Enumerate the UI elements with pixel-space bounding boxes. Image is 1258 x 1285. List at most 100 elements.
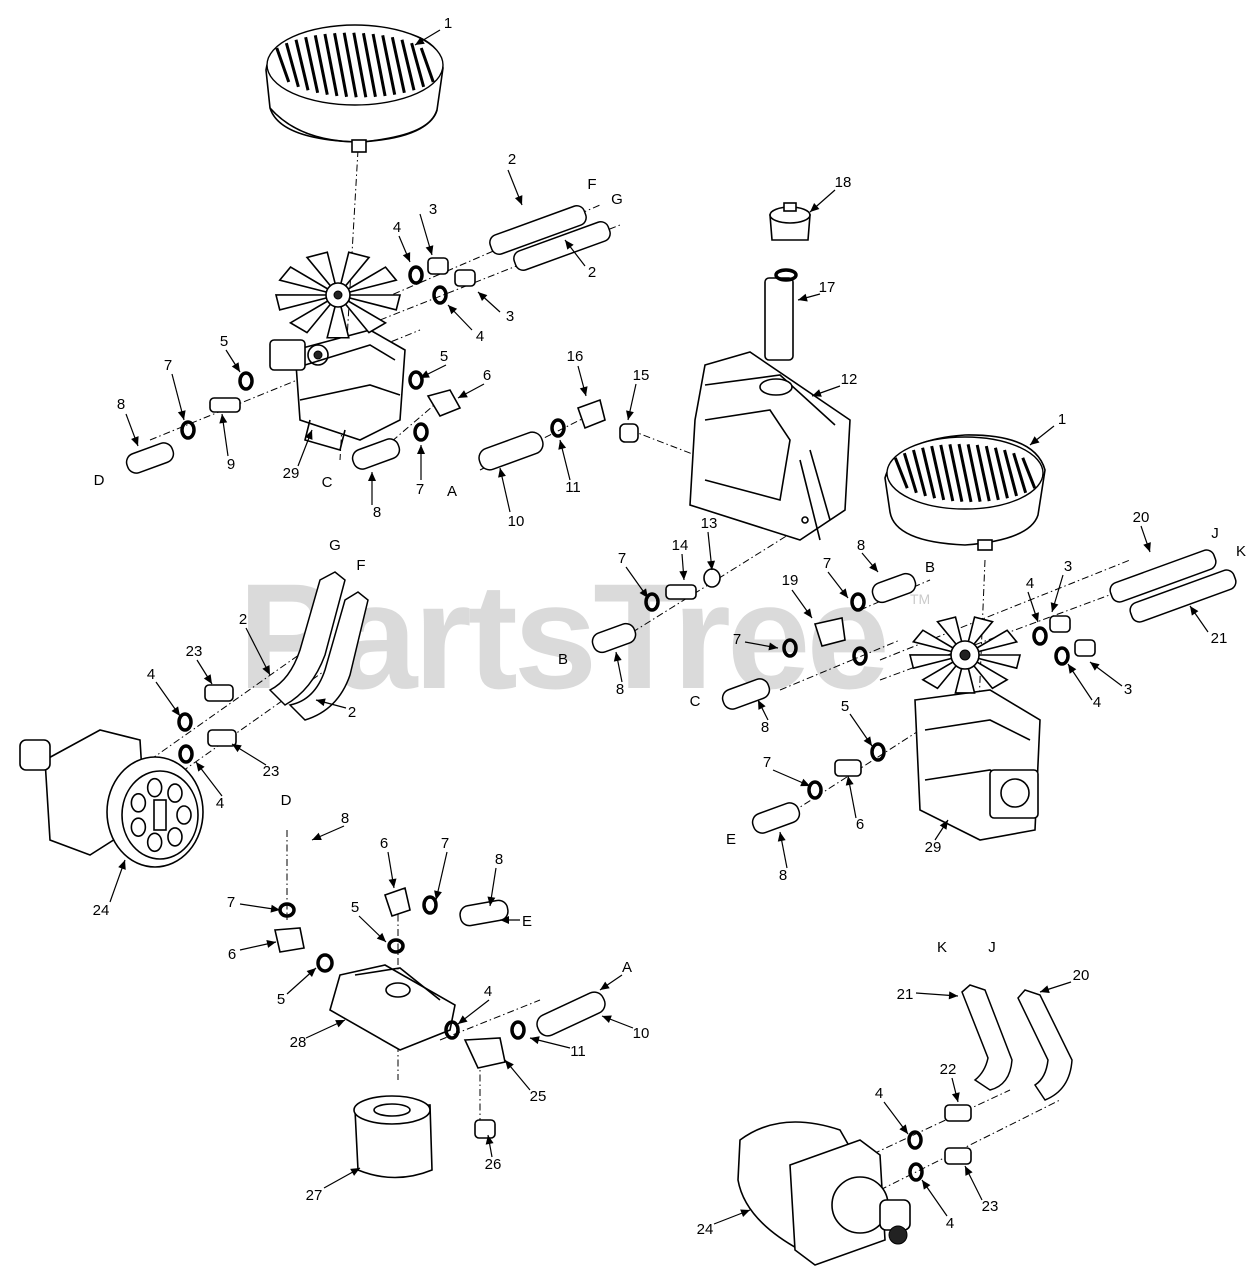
grill-fin — [893, 457, 909, 489]
wheel-motor-right — [737, 1121, 911, 1266]
callout-label-lGa: G — [611, 191, 623, 208]
leader-arrowhead — [565, 240, 574, 250]
grill-fin — [333, 32, 349, 98]
leader-arrowhead — [558, 440, 567, 450]
grill-fin — [1021, 457, 1037, 489]
motor-bolt-hole — [167, 783, 183, 803]
callout-label-l28: 28 — [290, 1034, 307, 1051]
grill-fin — [921, 447, 937, 499]
callout-label-lBa: B — [925, 559, 935, 576]
callout-label-l6c: 6 — [380, 835, 388, 852]
grill-fin — [966, 444, 982, 502]
callout-label-l8a: 8 — [117, 396, 125, 413]
grill-fin — [1012, 452, 1028, 494]
callout-label-l4b: 4 — [476, 328, 484, 345]
leader-arrowhead — [514, 195, 523, 205]
leader-arrowhead — [196, 762, 205, 772]
leader-arrowhead — [420, 370, 430, 378]
leader-arrowhead — [203, 674, 212, 684]
grill-fin — [957, 443, 973, 503]
grill-fin — [323, 33, 339, 97]
leader-arrowhead — [948, 991, 958, 1000]
grill-fin — [1003, 449, 1018, 497]
leader-arrowhead — [602, 1015, 612, 1023]
callout-label-lEb: E — [522, 913, 532, 930]
callout-label-l5a: 5 — [220, 333, 228, 350]
leader-arrowhead — [768, 642, 778, 651]
leader-arrowhead — [500, 916, 509, 924]
leader-arrowhead — [803, 608, 812, 618]
fan-blade — [337, 294, 388, 334]
callout-label-l6a: 6 — [483, 367, 491, 384]
callout-label-l3a: 3 — [429, 201, 437, 218]
hydraulic-reservoir — [689, 351, 851, 541]
leader-arrowhead — [316, 698, 326, 707]
grill-fin — [371, 33, 387, 97]
callout-label-l23c: 23 — [982, 1198, 999, 1215]
fan-blade — [337, 266, 398, 296]
callout-label-l11a: 11 — [565, 479, 581, 496]
callout-label-l6b: 6 — [856, 816, 864, 833]
grill-fin — [419, 47, 435, 83]
leader-arrowhead — [939, 820, 948, 830]
callout-label-l7c: 7 — [618, 550, 626, 567]
leader-arrowhead — [487, 896, 496, 906]
motor-bolt-hole — [146, 832, 163, 853]
leader-arrowhead — [1090, 662, 1100, 671]
callout-label-l23b: 23 — [263, 763, 280, 780]
callout-label-l14: 14 — [672, 537, 689, 554]
callout-label-l9: 9 — [227, 456, 235, 473]
leader-arrowhead — [388, 878, 397, 888]
callout-label-l8c: 8 — [857, 537, 865, 554]
leader-arrowhead — [262, 665, 270, 675]
callout-label-l27: 27 — [306, 1187, 323, 1204]
grill-fin — [361, 32, 377, 98]
callout-label-l8g: 8 — [779, 867, 787, 884]
callout-label-l2c: 2 — [239, 611, 247, 628]
leader-arrowhead — [810, 203, 820, 212]
leader-arrowhead — [448, 305, 458, 315]
callout-label-lFb: F — [356, 557, 365, 574]
leader-arrowhead — [639, 588, 648, 598]
hoses-left — [177, 571, 369, 764]
callout-label-l7a: 7 — [164, 357, 172, 374]
leader-arrowhead — [845, 776, 854, 786]
callout-label-l24b: 24 — [697, 1221, 714, 1238]
grill-fin — [342, 32, 358, 98]
leader-arrowhead — [350, 1168, 360, 1176]
callout-label-l1b: 1 — [1058, 411, 1066, 428]
leader-arrowhead — [922, 1180, 931, 1190]
callout-label-l2a: 2 — [508, 151, 516, 168]
callout-label-l7f: 7 — [763, 754, 771, 771]
leader-arrowhead — [171, 706, 180, 716]
motor-bolt-hole — [130, 793, 147, 813]
callout-label-lFa: F — [587, 176, 596, 193]
callout-label-lJb: J — [988, 939, 996, 956]
grill-fin — [930, 445, 946, 501]
label-leaders — [109, 29, 1209, 1225]
callout-label-l8d: 8 — [616, 681, 624, 698]
callout-label-lJa: J — [1211, 525, 1219, 542]
callout-label-l4c: 4 — [1026, 575, 1034, 592]
callout-label-l2b: 2 — [588, 264, 596, 281]
leader-arrowhead — [177, 410, 186, 420]
callout-label-lCb: C — [690, 693, 701, 710]
leader-arrowhead — [777, 832, 786, 842]
leader-arrowhead — [1190, 606, 1199, 616]
leader-arrowhead — [458, 1015, 468, 1024]
leader-arrowhead — [478, 292, 488, 302]
motor-bolt-hole — [146, 777, 163, 798]
callout-label-l3c: 3 — [1064, 558, 1072, 575]
grill-fin — [284, 42, 300, 88]
callout-label-l10a: 10 — [508, 513, 525, 530]
leader-arrowhead — [485, 1135, 494, 1145]
leader-arrowhead — [425, 245, 434, 255]
hydraulic-pump-left — [269, 251, 406, 451]
callout-label-l22: 22 — [940, 1061, 957, 1078]
callout-label-l8e: 8 — [761, 719, 769, 736]
leader-arrowhead — [869, 562, 878, 572]
motor-bolt-hole — [130, 817, 147, 837]
callout-label-l21b: 21 — [897, 986, 914, 1003]
fan-blade — [326, 294, 350, 339]
